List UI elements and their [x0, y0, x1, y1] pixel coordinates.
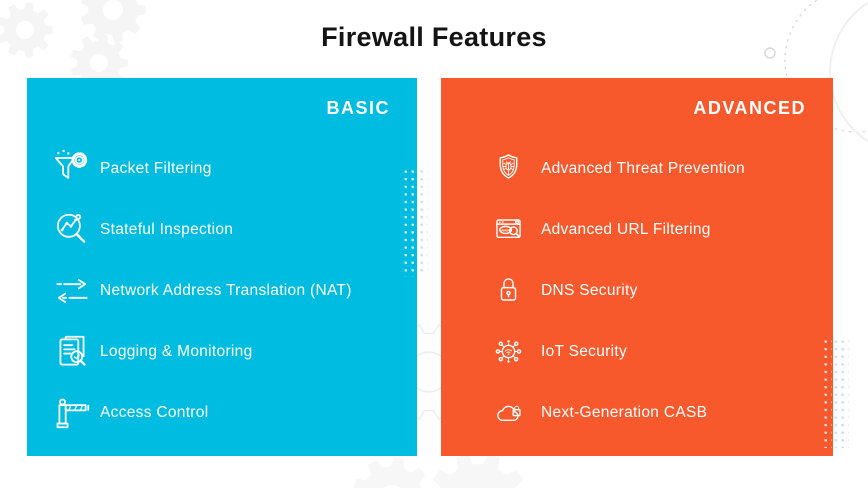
document-magnifier-icon	[51, 331, 93, 373]
feature-row: Next-Generation CASB	[441, 382, 833, 443]
padlock-icon	[492, 274, 525, 307]
dot-grid-basic-white	[404, 170, 419, 277]
feature-row: DNS Security	[441, 260, 833, 321]
panel-advanced: ADVANCED Advanced Threat Prevention	[441, 78, 833, 456]
feature-row: Advanced Threat Prevention	[441, 138, 833, 199]
page-title: Firewall Features	[321, 22, 547, 52]
panel-advanced-header: ADVANCED	[693, 98, 806, 118]
magnifier-chart-icon	[51, 209, 93, 251]
feature-label: Advanced Threat Prevention	[541, 159, 745, 177]
dot-grid-advanced-blue	[834, 340, 849, 448]
feature-row: Logging & Monitoring	[27, 321, 417, 382]
boom-barrier-icon	[51, 392, 93, 434]
feature-label: Access Control	[100, 403, 209, 421]
feature-label: IoT Security	[541, 342, 628, 360]
feature-label: Logging & Monitoring	[100, 342, 253, 360]
feature-row: IoT Security	[441, 321, 833, 382]
feature-row: Packet Filtering	[27, 138, 417, 199]
panel-basic-rows: Packet Filtering Stateful Inspection	[27, 138, 417, 443]
feature-label: Packet Filtering	[100, 159, 212, 177]
feature-label: Stateful Inspection	[100, 220, 234, 238]
feature-label: DNS Security	[541, 281, 638, 299]
feature-label: Advanced URL Filtering	[541, 220, 711, 238]
shield-bug-icon	[492, 152, 525, 185]
feature-row: Network Address Translation (NAT)	[27, 260, 417, 321]
feature-row: www Advanced URL Filtering	[441, 199, 833, 260]
gear-cluster-bottom	[353, 454, 524, 488]
browser-www-icon: www	[492, 213, 525, 246]
panel-advanced-rows: Advanced Threat Prevention www Adv	[441, 138, 833, 443]
panel-basic: BASIC Packet Filtering	[27, 78, 417, 456]
svg-text:www: www	[500, 228, 510, 232]
feature-row: Stateful Inspection	[27, 199, 417, 260]
panel-basic-header: BASIC	[326, 98, 390, 118]
funnel-gear-icon	[51, 148, 93, 190]
feature-row: Access Control	[27, 382, 417, 443]
gear-cluster-top-left	[0, 0, 146, 92]
cloud-lock-icon	[492, 396, 525, 429]
dot-grid-basic-blue	[420, 170, 428, 277]
ring-decoration-right	[829, 1, 868, 143]
iot-network-icon	[492, 335, 525, 368]
dot-grid-advanced-white	[824, 340, 832, 448]
small-ring-decoration	[764, 47, 776, 59]
swap-arrows-icon	[51, 270, 93, 312]
feature-label: Network Address Translation (NAT)	[100, 281, 352, 299]
feature-label: Next-Generation CASB	[541, 403, 708, 421]
